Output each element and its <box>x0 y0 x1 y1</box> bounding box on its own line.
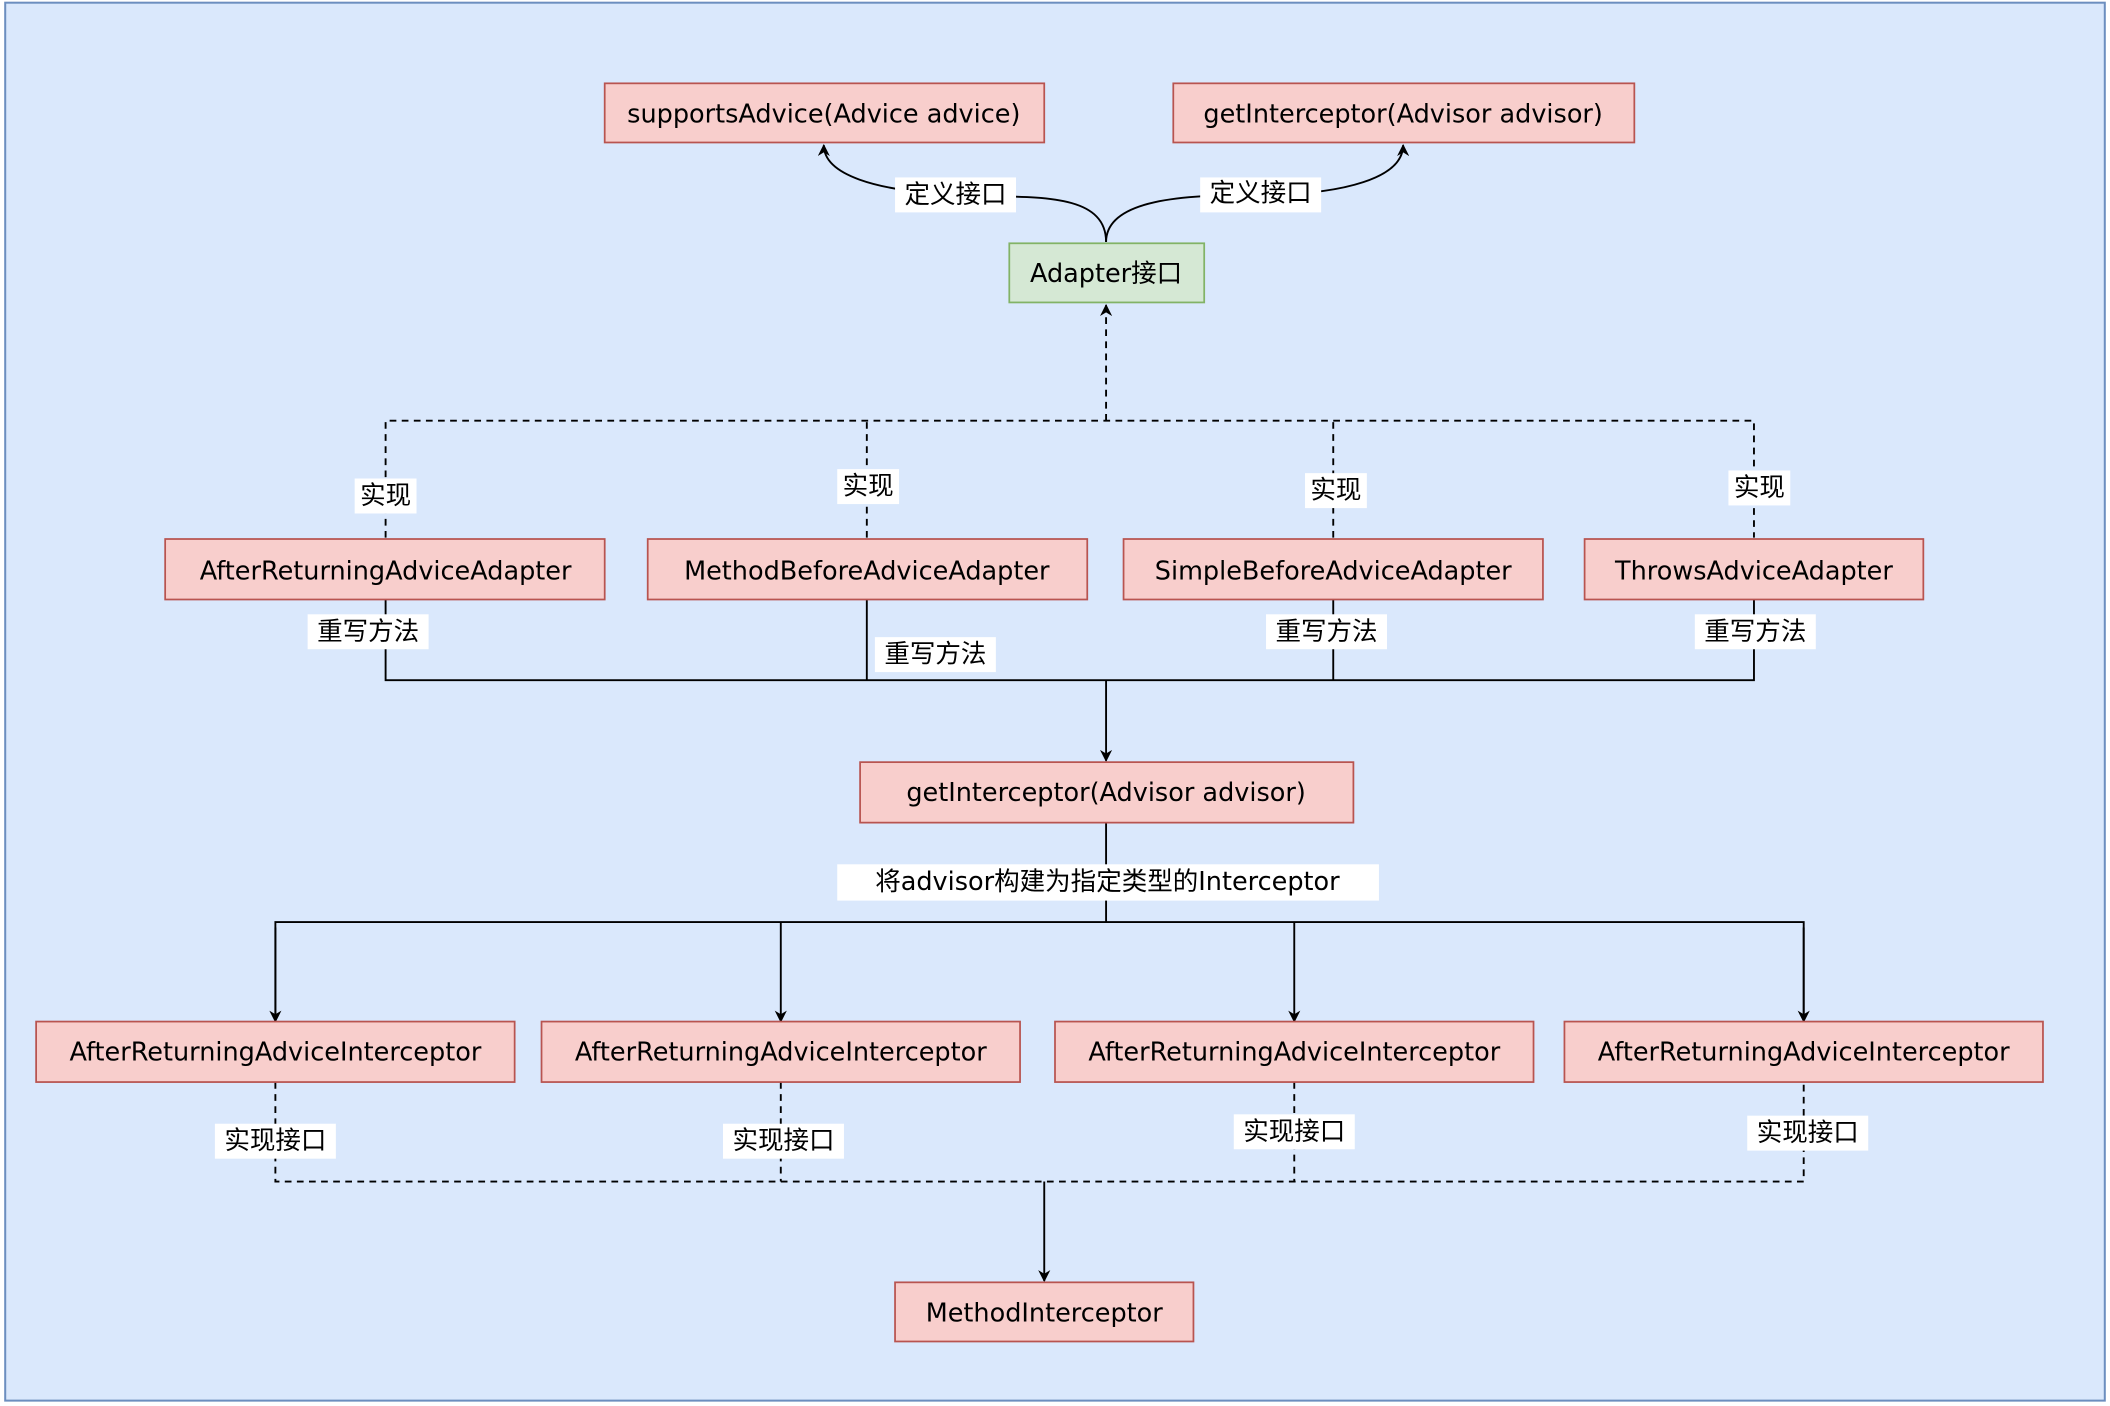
interceptor-node[interactable]: AfterReturningAdviceInterceptor <box>540 1020 1021 1083</box>
adapter-label: AfterReturningAdviceAdapter <box>200 556 572 586</box>
interceptor-node[interactable]: AfterReturningAdviceInterceptor <box>1054 1020 1535 1083</box>
edge-label-implement-interface: 实现接口 <box>1747 1115 1869 1151</box>
svg-text:实现: 实现 <box>1734 473 1785 503</box>
adapter-interface-node[interactable]: Adapter接口 <box>1008 242 1206 304</box>
get-interceptor-top-label: getInterceptor(Advisor advisor) <box>1203 99 1602 129</box>
adapter-node[interactable]: SimpleBeforeAdviceAdapter <box>1122 538 1544 601</box>
adapter-label: MethodBeforeAdviceAdapter <box>684 556 1050 586</box>
svg-text:重写方法: 重写方法 <box>317 617 419 647</box>
edge-label-implement: 实现 <box>1305 473 1367 509</box>
edge-label-implement: 实现 <box>354 478 417 514</box>
edge-label-override: 重写方法 <box>307 614 429 650</box>
diagram-background <box>4 1 2106 1402</box>
method-interceptor-label: MethodInterceptor <box>926 1298 1164 1328</box>
svg-text:将advisor构建为指定类型的Interceptor: 将advisor构建为指定类型的Interceptor <box>875 867 1340 897</box>
svg-text:实现接口: 实现接口 <box>1243 1117 1345 1147</box>
interceptor-node[interactable]: AfterReturningAdviceInterceptor <box>1563 1020 2044 1083</box>
adapter-label: ThrowsAdviceAdapter <box>1614 556 1893 586</box>
edge-label-implement-interface: 实现接口 <box>214 1123 336 1159</box>
edge-label-override: 重写方法 <box>874 637 996 673</box>
interceptor-label: AfterReturningAdviceInterceptor <box>575 1037 987 1067</box>
edge-label-override: 重写方法 <box>1694 614 1816 650</box>
svg-text:重写方法: 重写方法 <box>1704 617 1806 647</box>
svg-text:实现接口: 实现接口 <box>732 1126 834 1156</box>
svg-text:实现: 实现 <box>1310 476 1361 506</box>
edge-label-implement-interface: 实现接口 <box>1233 1114 1355 1150</box>
adapter-node[interactable]: ThrowsAdviceAdapter <box>1583 538 1925 601</box>
edge-label-override: 重写方法 <box>1266 614 1388 650</box>
edge-label-implement-interface: 实现接口 <box>722 1123 844 1159</box>
interceptor-node[interactable]: AfterReturningAdviceInterceptor <box>35 1020 516 1083</box>
svg-text:实现接口: 实现接口 <box>1757 1118 1859 1148</box>
svg-text:定义接口: 定义接口 <box>905 180 1007 210</box>
edge-label-define-right: 定义接口 <box>1200 177 1322 213</box>
interceptor-label: AfterReturningAdviceInterceptor <box>1088 1037 1500 1067</box>
supports-advice-node[interactable]: supportsAdvice(Advice advice) <box>603 82 1046 144</box>
supports-advice-label: supportsAdvice(Advice advice) <box>627 99 1020 129</box>
method-interceptor-node[interactable]: MethodInterceptor <box>894 1281 1195 1343</box>
edge-label-implement: 实现 <box>1728 470 1791 506</box>
edge-label-build-interceptor: 将advisor构建为指定类型的Interceptor <box>837 864 1379 901</box>
edge-label-implement: 实现 <box>837 469 900 505</box>
get-interceptor-top-node[interactable]: getInterceptor(Advisor advisor) <box>1172 82 1636 144</box>
get-interceptor-mid-node[interactable]: getInterceptor(Advisor advisor) <box>859 761 1355 824</box>
svg-text:实现接口: 实现接口 <box>224 1126 326 1156</box>
svg-text:实现: 实现 <box>843 472 894 502</box>
interceptor-label: AfterReturningAdviceInterceptor <box>1598 1037 2010 1067</box>
get-interceptor-mid-label: getInterceptor(Advisor advisor) <box>906 778 1305 808</box>
edge-implement-bus <box>384 419 1755 538</box>
adapter-label: SimpleBeforeAdviceAdapter <box>1155 556 1512 586</box>
svg-text:实现: 实现 <box>360 481 411 511</box>
svg-text:重写方法: 重写方法 <box>884 640 986 670</box>
svg-text:定义接口: 定义接口 <box>1210 179 1312 209</box>
adapter-node[interactable]: AfterReturningAdviceAdapter <box>164 538 606 601</box>
edge-label-define-left: 定义接口 <box>895 177 1017 213</box>
interceptor-label: AfterReturningAdviceInterceptor <box>69 1037 481 1067</box>
adapter-node[interactable]: MethodBeforeAdviceAdapter <box>646 538 1089 601</box>
adapter-interface-label: Adapter接口 <box>1030 259 1182 289</box>
svg-text:重写方法: 重写方法 <box>1275 617 1377 647</box>
